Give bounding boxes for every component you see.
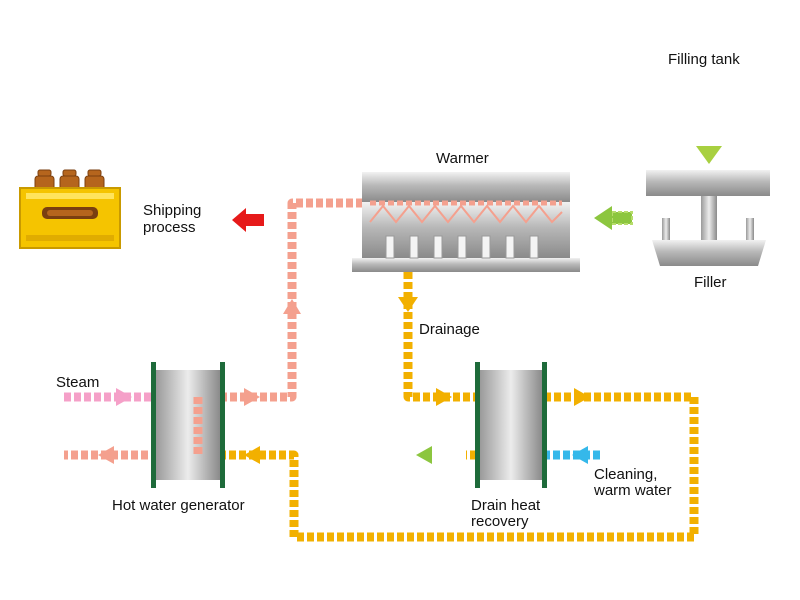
drain-heat-recovery-label-line1: Drain heat [471,497,541,514]
steam-out-arrow [98,446,114,464]
return-left-arrow [244,446,260,464]
filler-machine-icon [646,170,770,266]
drain-heat-recovery-label-line2: recovery [471,513,529,530]
filling-tank-arrow [696,146,722,164]
recovered-right-arrow [574,388,590,406]
hot-water-generator-label: Hot water generator [112,497,245,514]
shipping-arrow-icon [232,208,264,232]
filler-to-warmer-arrow [594,206,633,230]
steam-label: Steam [56,374,100,391]
shipping-process-label-line2: process [143,219,196,236]
filler-label: Filler [694,274,727,291]
cleaning-warm-water-label-line2: warm water [594,482,672,499]
cleaning-warm-water-label-line1: Cleaning, [594,466,658,483]
warmer-label: Warmer [436,150,489,167]
shipping-process-label-line1: Shipping [143,202,202,219]
hot-water-up-arrow [283,299,301,314]
hot-water-right-arrow [244,388,260,406]
filling-tank-label: Filling tank [668,51,740,68]
hot-water-pipe [193,198,370,455]
cleaning-in-arrow [572,446,588,464]
drainage-label: Drainage [419,321,480,338]
steam-in-arrow [116,388,132,406]
drain-heat-recovery-icon [475,362,547,488]
drain-right-arrow [436,388,452,406]
drain-down-arrow [398,297,418,312]
recovery-outlet-arrow [416,446,432,464]
hot-water-generator-icon [151,362,225,488]
warmer-machine-icon [352,172,580,272]
beer-crate-icon [19,169,121,249]
